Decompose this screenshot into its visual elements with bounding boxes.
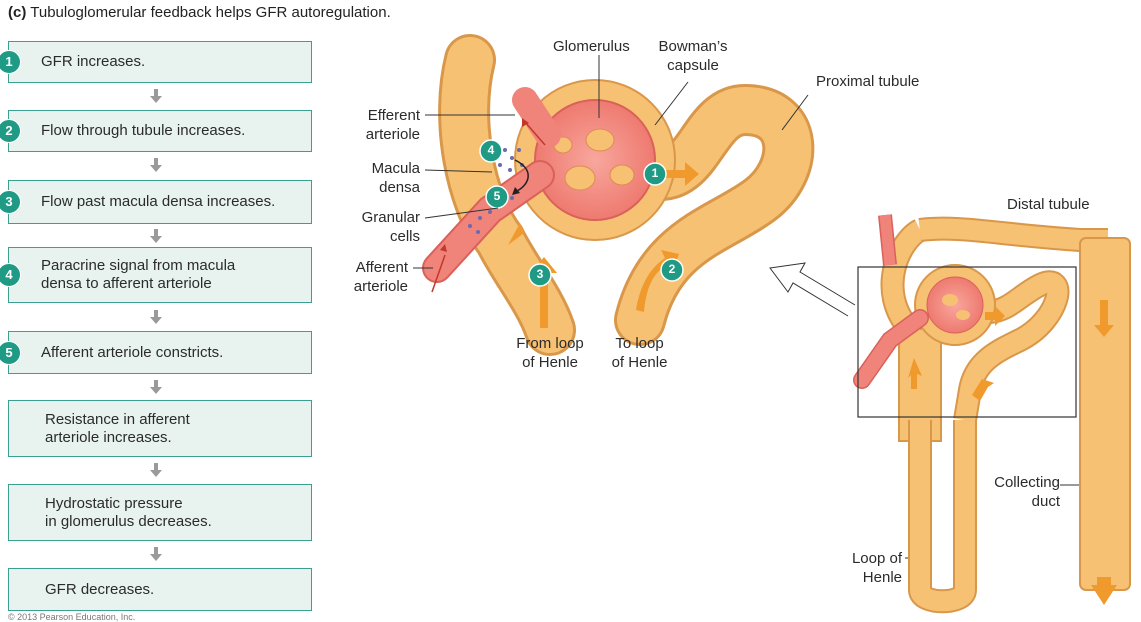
label-glomerulus: Glomerulus (553, 38, 630, 55)
step-text-line: in glomerulus decreases. (45, 512, 212, 530)
large-tubule (438, 34, 815, 356)
down-arrow-icon (150, 310, 162, 324)
label-line: cells (389, 228, 420, 245)
flow-arrows (508, 162, 699, 328)
step-text: Resistance in afferent arteriole increas… (45, 411, 190, 447)
down-arrow-icon (150, 380, 162, 394)
label-line: Macula (371, 160, 420, 177)
zoom-frame (857, 266, 1077, 418)
flow-step-8: GFR decreases. (8, 568, 312, 611)
step-text: GFR increases. (41, 53, 146, 70)
signal-curve-arrow (514, 159, 529, 193)
step-text: Afferent arteriole constricts. (41, 343, 224, 361)
figure-title-text: Tubuloglomerular feedback helps GFR auto… (30, 4, 391, 21)
label-proximal-tubule: Proximal tubule (816, 73, 920, 90)
label-bowmans-capsule: Bowman’s capsule (648, 37, 738, 75)
label-line: capsule (667, 57, 719, 74)
step-number-badge: 2 (0, 119, 21, 143)
step-text: Paracrine signal from macula densa to af… (41, 257, 235, 293)
step-number-badge: 4 (0, 263, 21, 287)
down-arrow-icon (150, 89, 162, 103)
figure-title: (c) Tubuloglomerular feedback helps GFR … (8, 4, 391, 21)
copyright-notice: © 2013 Pearson Education, Inc. (8, 612, 136, 622)
label-granular-cells: Granular cells (340, 208, 420, 246)
label-distal-tubule: Distal tubule (1007, 196, 1090, 213)
label-line: From loop (516, 335, 584, 352)
label-to-loop: To loop of Henle (597, 334, 682, 372)
label-line: To loop (615, 335, 664, 352)
label-collecting-duct: Collecting duct (975, 473, 1060, 511)
flow-step-2: 2 Flow through tubule increases. (0, 110, 312, 152)
label-line: densa (379, 179, 420, 196)
step-text: Hydrostatic pressure in glomerulus decre… (45, 495, 212, 531)
figure-label: (c) (8, 4, 27, 21)
step-text-line: arteriole increases. (45, 428, 172, 446)
label-macula-densa: Macula densa (340, 159, 420, 197)
step-text: GFR decreases. (45, 580, 155, 598)
magnify-pointer (769, 262, 856, 317)
label-efferent-arteriole: Efferent arteriole (340, 106, 420, 144)
step-text: Flow through tubule increases. (41, 122, 246, 139)
down-arrow-icon (150, 547, 162, 561)
step-text-line: Hydrostatic pressure (45, 494, 183, 512)
label-line: Granular (361, 209, 420, 226)
step-number-badge: 5 (0, 340, 21, 365)
label-line: Loop of (851, 550, 902, 567)
label-from-loop: From loop of Henle (505, 334, 595, 372)
label-afferent-arteriole: Afferent arteriole (328, 258, 408, 296)
marker-2: 2 (668, 262, 676, 276)
step-text-line: Resistance in afferent (45, 410, 190, 428)
flow-step-5: 5 Afferent arteriole constricts. (0, 331, 312, 374)
label-line: Bowman’s (658, 38, 728, 55)
label-line: arteriole (353, 278, 408, 295)
step-text-line: Paracrine signal from macula (41, 257, 236, 274)
small-flow-arrows (908, 300, 1117, 605)
label-line: of Henle (522, 354, 578, 371)
marker-1: 1 (651, 166, 659, 180)
flow-step-7: Hydrostatic pressure in glomerulus decre… (8, 484, 312, 541)
label-line: Collecting (994, 474, 1060, 491)
down-arrow-icon (150, 158, 162, 172)
step-number-badge: 3 (0, 190, 21, 214)
marker-3: 3 (536, 267, 544, 281)
step-number-badge: 1 (0, 50, 21, 74)
down-arrow-icon (150, 229, 162, 243)
label-line: Efferent (367, 107, 420, 124)
label-line: duct (1031, 493, 1060, 510)
marker-4: 4 (487, 143, 495, 157)
marker-5: 5 (493, 189, 501, 203)
flow-step-3: 3 Flow past macula densa increases. (0, 180, 312, 224)
glomerulus (534, 99, 656, 221)
flow-step-6: Resistance in afferent arteriole increas… (8, 400, 312, 457)
label-line: arteriole (365, 126, 420, 143)
flow-step-4: 4 Paracrine signal from macula densa to … (0, 247, 312, 303)
label-line: Afferent (355, 259, 408, 276)
label-line: of Henle (611, 354, 668, 371)
down-arrow-icon (150, 463, 162, 477)
flow-step-1: 1 GFR increases. (0, 41, 312, 83)
step-text: Flow past macula densa increases. (41, 193, 276, 210)
label-loop-of-henle: Loop of Henle (825, 549, 902, 587)
small-nephron (853, 214, 1131, 614)
step-text-line: densa to afferent arteriole (41, 275, 212, 292)
diagram-markers (479, 139, 684, 287)
label-line: Henle (862, 569, 902, 586)
